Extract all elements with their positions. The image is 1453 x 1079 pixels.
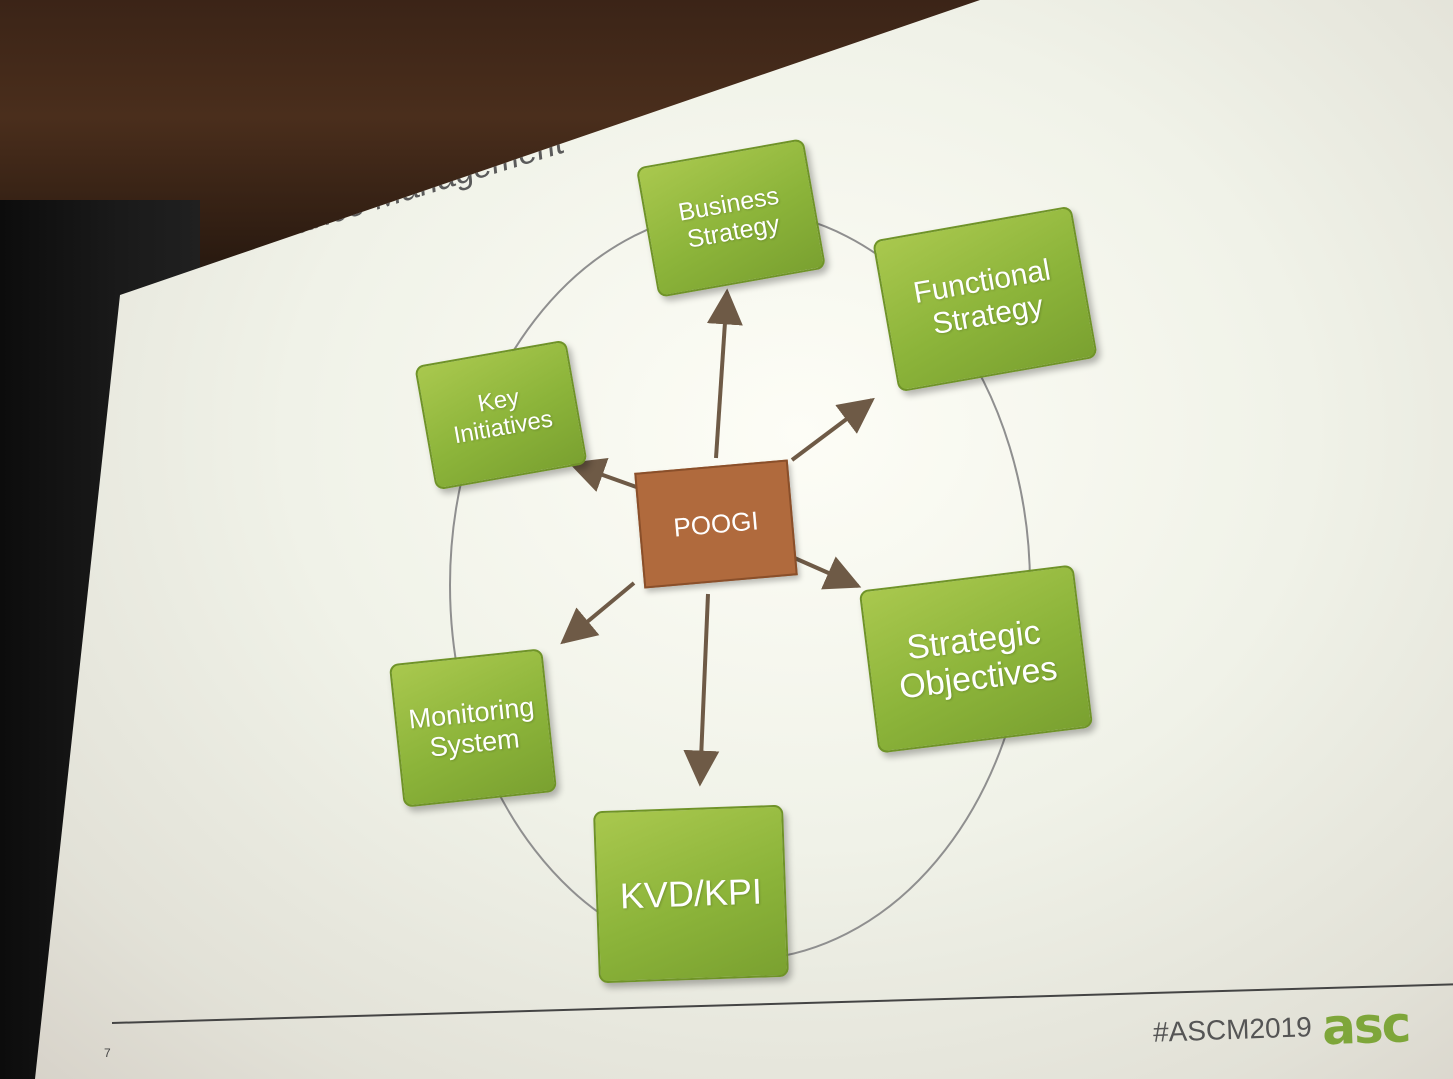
node-strategic-objectives: Strategic Objectives (858, 564, 1094, 754)
node-key-initiatives: Key Initiatives (414, 339, 588, 491)
center-node-poogi: POOGI (634, 459, 798, 589)
node-monitoring-system: Monitoring System (388, 648, 558, 808)
ascm-logo: asc (1321, 1002, 1411, 1048)
arrow-to-business-strategy (706, 288, 743, 459)
arrow-to-kvd-kpi (683, 593, 720, 787)
node-strategic-objectives-label: Strategic Objectives (897, 613, 1060, 707)
node-kvd-kpi-label: KVD/KPI (619, 870, 763, 917)
node-key-initiatives-label: Key Initiatives (451, 383, 555, 450)
arrow-to-monitoring-system (560, 581, 636, 645)
arrow-to-functional-strategy (790, 397, 875, 462)
node-business-strategy-label: Business Strategy (676, 181, 782, 254)
center-node-label: POOGI (672, 504, 760, 543)
node-functional-strategy-label: Functional Strategy (910, 253, 1054, 342)
node-monitoring-system-label: Monitoring System (407, 691, 536, 763)
slide-page-number: 7 (104, 1046, 111, 1060)
arrow-to-strategic-objectives (789, 554, 862, 590)
event-hashtag: #ASCM2019 (1152, 1011, 1313, 1048)
node-kvd-kpi: KVD/KPI (593, 804, 789, 984)
arrow-to-key-initiatives (568, 457, 643, 492)
